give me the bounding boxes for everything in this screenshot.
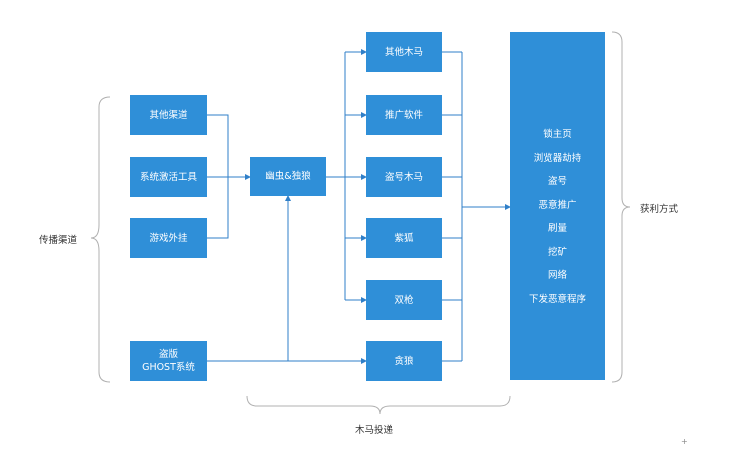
- line-game-cheat: [207, 177, 229, 239]
- methods-label: 获利方式: [640, 204, 679, 215]
- hub-box: 幽虫&独狼: [250, 157, 326, 196]
- pirated-ghost-line2: GHOST系统: [142, 362, 195, 373]
- brace-methods: [611, 31, 631, 383]
- brace-delivery: [246, 395, 511, 415]
- delivery-label: 木马投递: [355, 425, 394, 436]
- hub-label: 幽虫&独狼: [265, 171, 311, 182]
- method-item: 锁主页: [543, 129, 572, 140]
- line-other-channel: [207, 114, 229, 177]
- trojan-double-gun: 双枪: [366, 280, 442, 320]
- channel-activation-tool-label: 系统激活工具: [139, 171, 197, 183]
- channel-pirated-ghost: 盗版 GHOST系统: [130, 341, 207, 381]
- trojan-account-stealer: 盗号木马: [366, 157, 442, 197]
- method-item: 下发恶意程序: [528, 293, 586, 305]
- method-item: 恶意推广: [538, 199, 577, 211]
- trojan-greedy-wolf-label: 贪狼: [394, 355, 414, 367]
- pirated-ghost-line1: 盗版: [158, 349, 178, 360]
- brace-channels: [90, 96, 111, 383]
- trojan-promo-software: 推广软件: [366, 95, 442, 135]
- method-item: 浏览器劫持: [533, 152, 582, 164]
- trojan-purple-fox: 紫狐: [366, 218, 442, 258]
- trojan-promo-software-label: 推广软件: [384, 109, 423, 121]
- trojan-other-label: 其他木马: [384, 46, 423, 58]
- channel-activation-tool: 系统激活工具: [130, 157, 207, 197]
- trojan-double-gun-label: 双枪: [394, 294, 414, 306]
- profit-methods-box: 锁主页 浏览器劫持 盗号 恶意推广 刷量 挖矿 网络 下发恶意程序: [510, 32, 605, 380]
- channel-game-cheat: 游戏外挂: [130, 218, 207, 258]
- channel-other: 其他渠道: [130, 95, 207, 135]
- channels-label: 传播渠道: [39, 235, 78, 246]
- method-item: 盗号: [547, 176, 567, 187]
- trojan-other: 其他木马: [366, 32, 442, 72]
- stray-dot: +: [681, 437, 688, 446]
- trojan-purple-fox-label: 紫狐: [394, 232, 414, 244]
- channel-other-label: 其他渠道: [149, 109, 188, 121]
- trojan-account-stealer-label: 盗号木马: [384, 171, 423, 183]
- method-item: 挖矿: [547, 246, 567, 258]
- trojan-greedy-wolf: 贪狼: [366, 341, 442, 381]
- method-item: 网络: [547, 270, 567, 281]
- method-item: 刷量: [547, 223, 567, 234]
- channel-game-cheat-label: 游戏外挂: [149, 232, 188, 244]
